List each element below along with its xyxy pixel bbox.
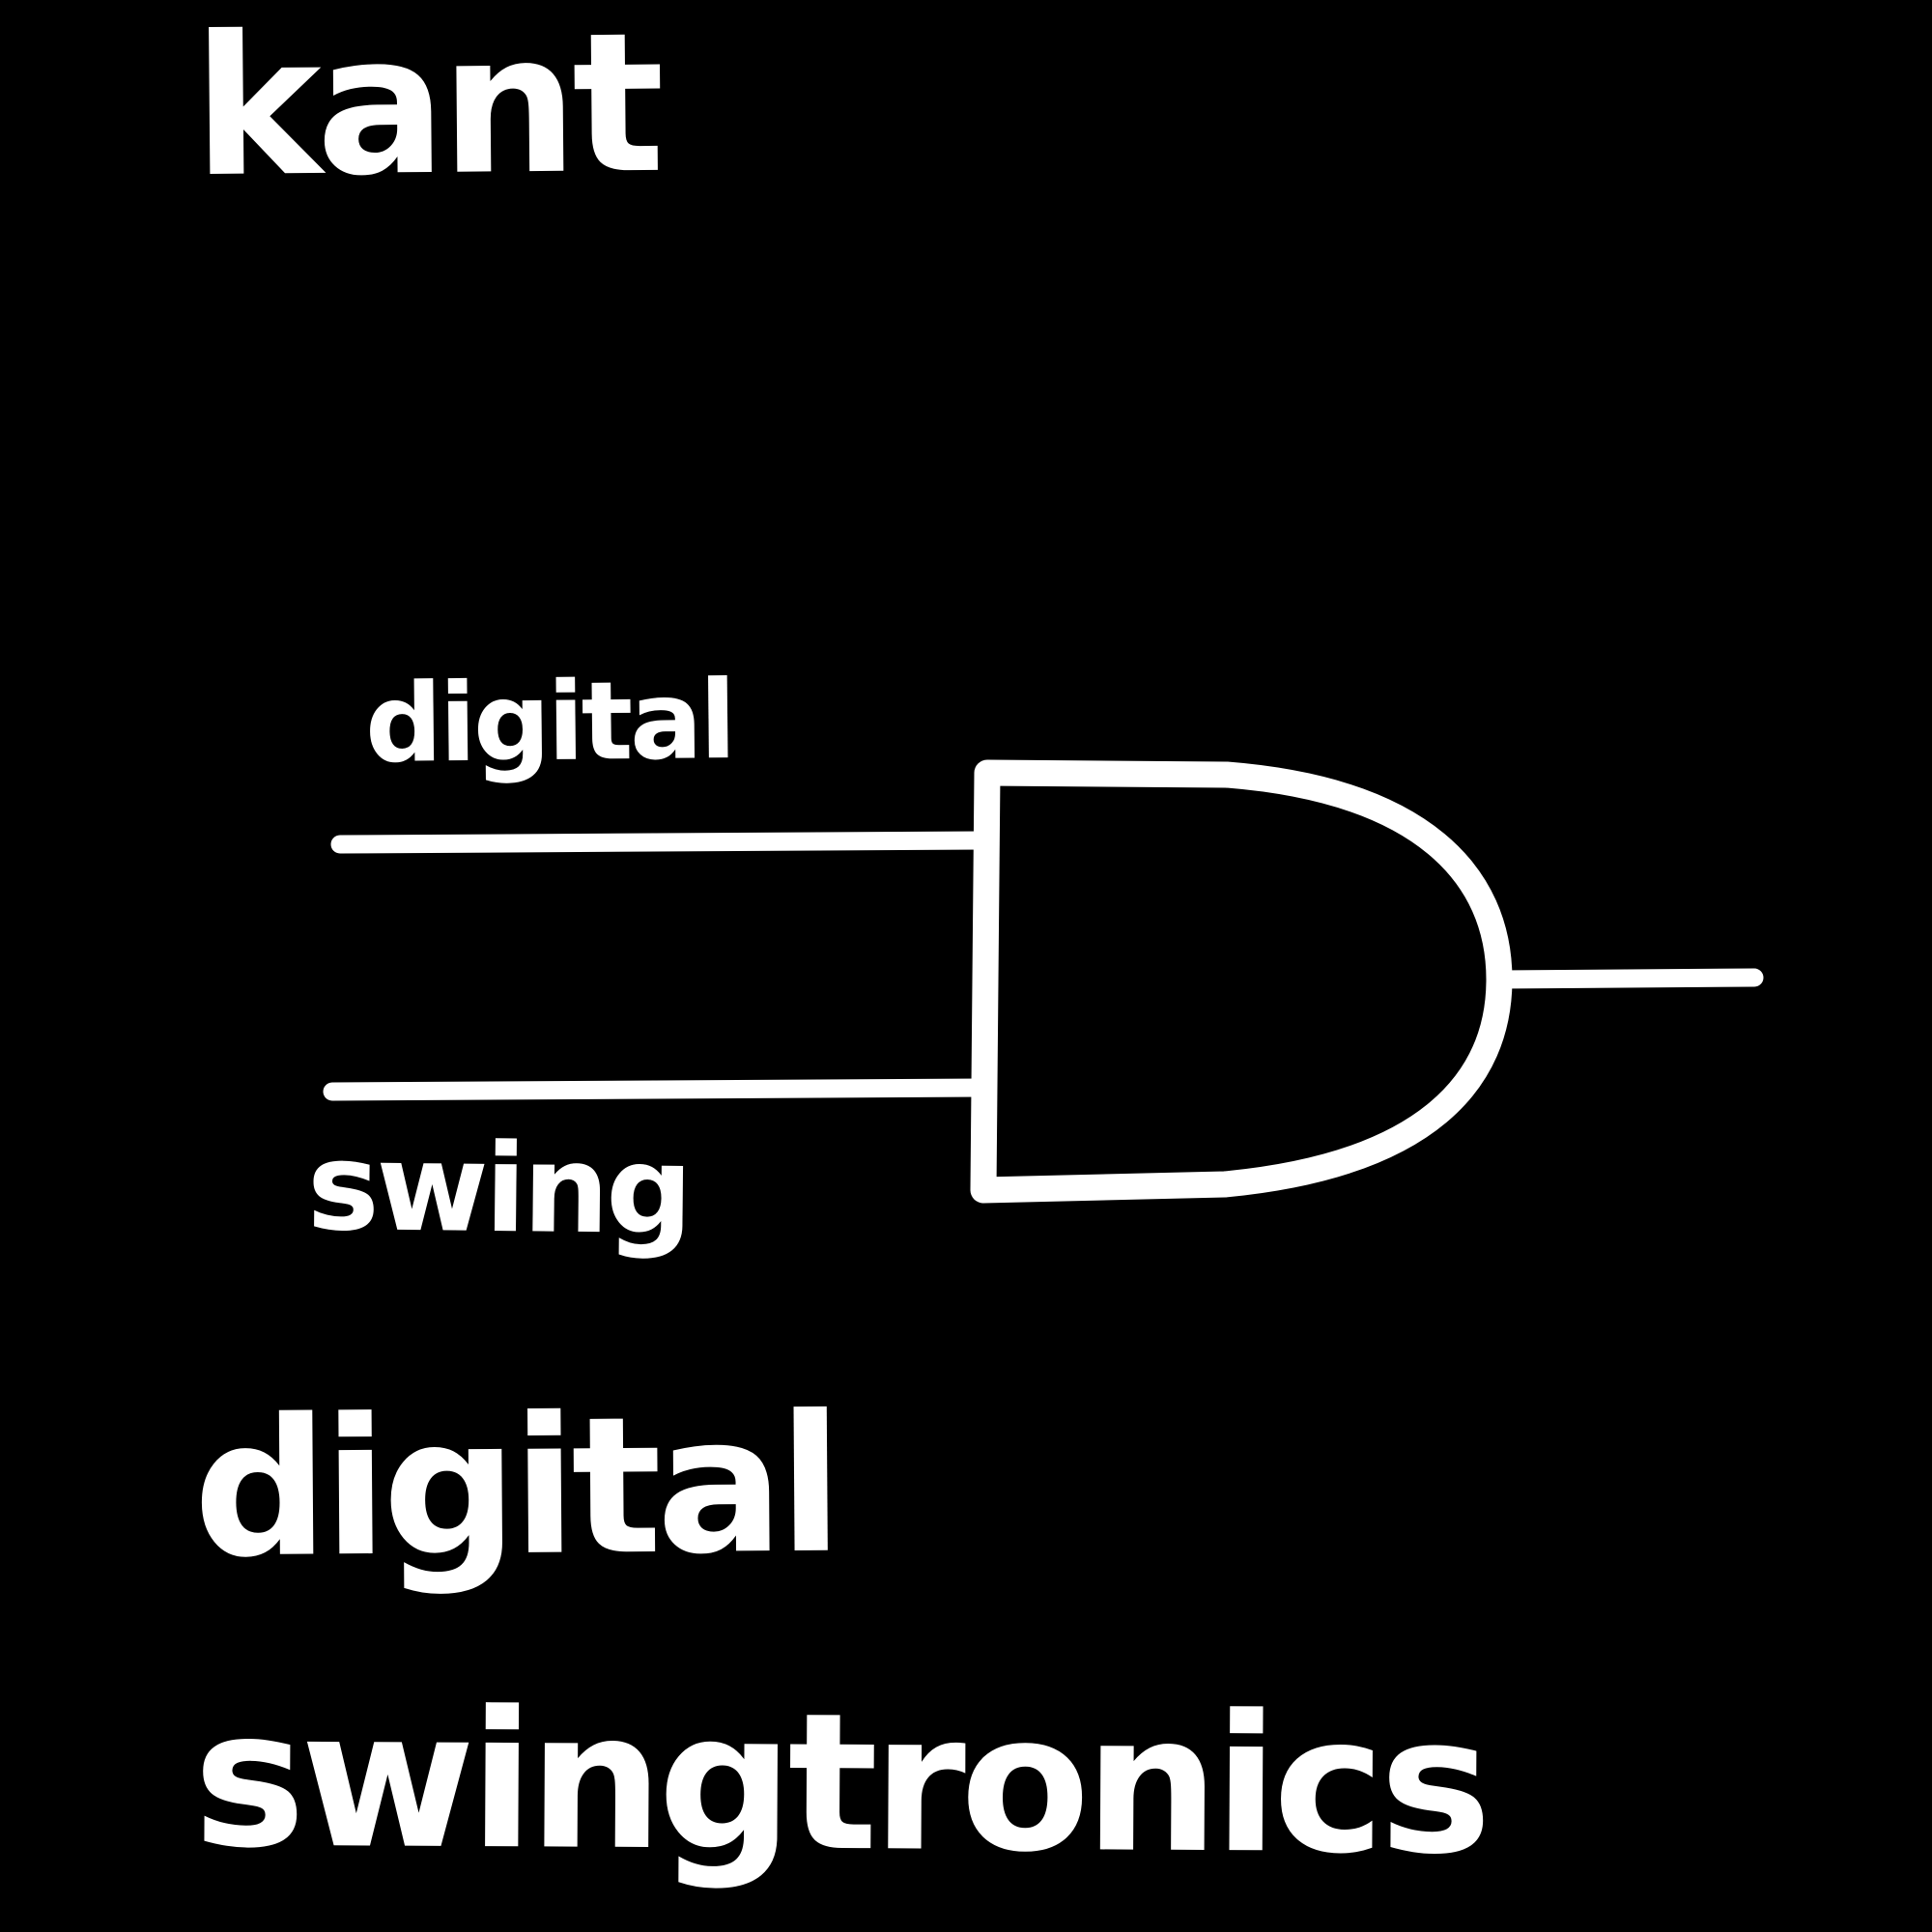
and-gate-body-icon: [970, 759, 1513, 1204]
input-wire-bottom-icon: [323, 1078, 997, 1101]
input-wire-top-icon: [330, 831, 997, 854]
input-label-digital: digital: [364, 658, 734, 787]
input-label-swing: swing: [306, 1115, 691, 1263]
title-line-swingtronics: swingtronics: [192, 1669, 1488, 1897]
output-wire-icon: [1490, 968, 1764, 989]
title-line-digital: digital: [192, 1375, 838, 1601]
